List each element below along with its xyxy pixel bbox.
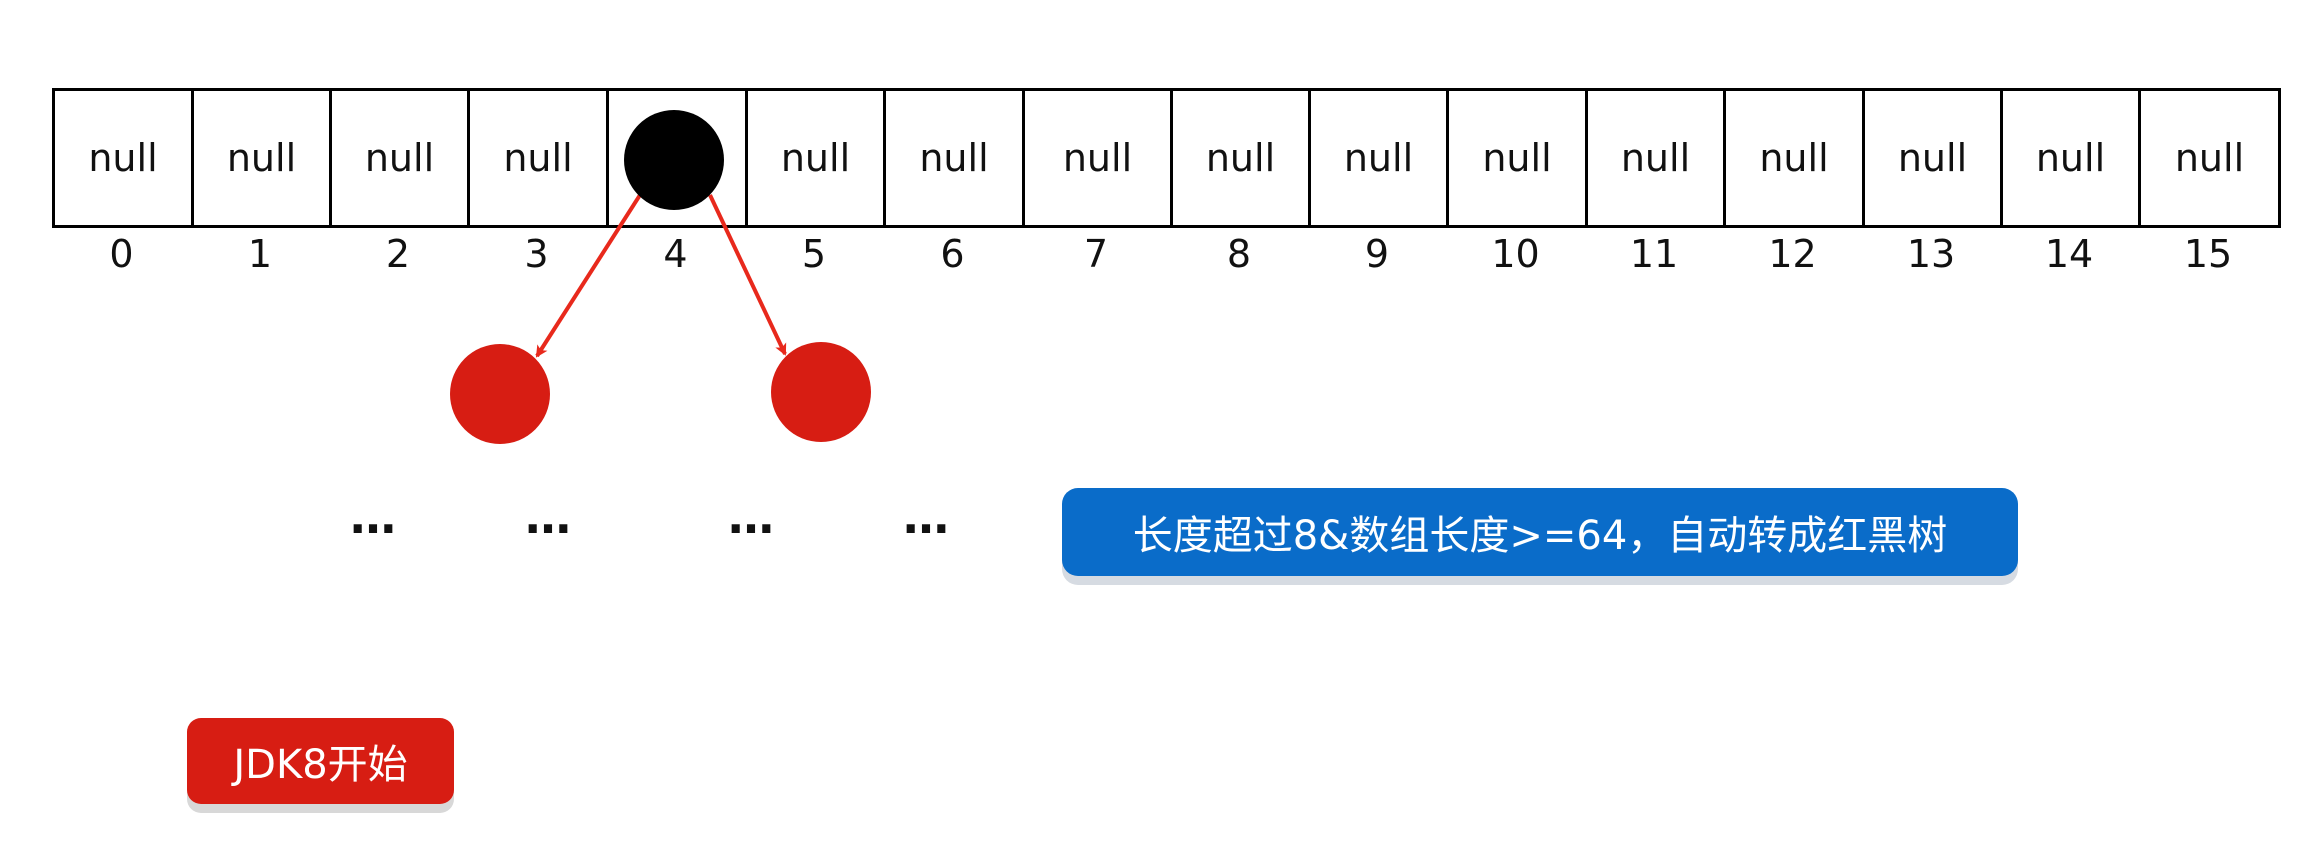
bucket-cell-0: null [52, 88, 194, 228]
bucket-index-10: 10 [1491, 232, 1540, 276]
bucket-index-9: 9 [1364, 232, 1390, 276]
bucket-cell-13: null [1862, 88, 2003, 228]
bucket-index-1: 1 [247, 232, 273, 276]
ellipsis-1: … [350, 490, 398, 544]
ellipsis-4: … [903, 490, 951, 544]
ellipsis-3: … [728, 490, 776, 544]
bucket-index-3: 3 [524, 232, 549, 276]
ellipsis-2: … [525, 490, 573, 544]
bucket-cell-9: null [1308, 88, 1449, 228]
left-child-arrow [535, 193, 642, 358]
bucket-cell-12: null [1723, 88, 1865, 228]
bucket-cell-10: null [1446, 88, 1588, 228]
jdk8-label: JDK8开始 [187, 718, 454, 804]
bucket-cell-11: null [1585, 88, 1726, 228]
bucket-index-4: 4 [663, 232, 688, 276]
bucket-index-8: 8 [1226, 232, 1252, 276]
bucket-cell-8: null [1170, 88, 1311, 228]
bucket-index-5: 5 [801, 232, 827, 276]
bucket-index-0: 0 [109, 232, 134, 276]
left-red-node [450, 344, 550, 444]
bucket-index-7: 7 [1083, 232, 1109, 276]
red-black-tree-rule-label: 长度超过8&数组长度>=64，自动转成红黑树 [1062, 488, 2018, 576]
bucket-cell-3: null [467, 88, 609, 228]
bucket-index-11: 11 [1629, 232, 1679, 276]
bucket-index-14: 14 [2044, 232, 2094, 276]
root-node [624, 110, 724, 210]
bucket-cell-5: null [745, 88, 886, 228]
right-child-arrow [708, 194, 787, 356]
right-red-node [771, 342, 871, 442]
bucket-cell-15: null [2138, 88, 2281, 228]
bucket-cell-1: null [191, 88, 332, 228]
bucket-index-6: 6 [940, 232, 965, 276]
bucket-cell-7: null [1022, 88, 1173, 228]
bucket-index-12: 12 [1768, 232, 1817, 276]
bucket-cell-6: null [883, 88, 1025, 228]
bucket-index-13: 13 [1906, 232, 1956, 276]
bucket-index-15: 15 [2183, 232, 2233, 276]
bucket-index-2: 2 [385, 232, 411, 276]
